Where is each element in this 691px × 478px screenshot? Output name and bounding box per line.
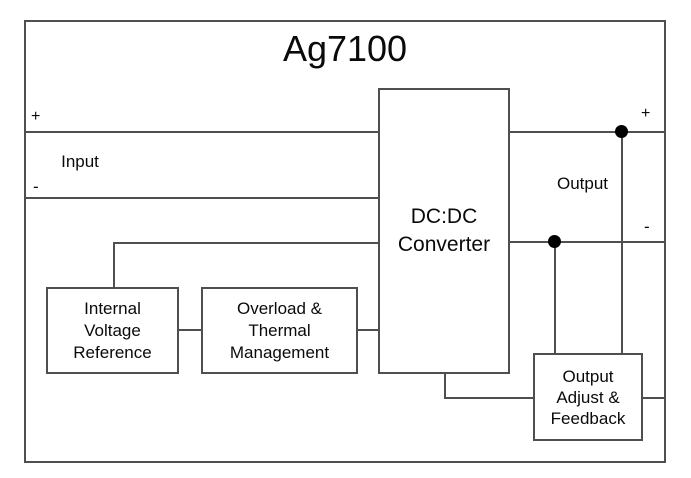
output-negative-rail: [510, 241, 666, 243]
output-label: Output: [556, 174, 609, 193]
output-minus-label: -: [644, 217, 650, 236]
converter-feedback-drop-line: [444, 374, 446, 399]
overload-thermal-management-block: Overload & Thermal Management: [201, 287, 358, 374]
overload-label-line3: Management: [229, 342, 330, 362]
output-adjust-feedback-block: Output Adjust & Feedback: [533, 353, 643, 441]
positive-sense-line: [621, 132, 623, 354]
reference-label-line1: Internal: [84, 298, 141, 318]
reference-feed-line: [113, 242, 378, 244]
input-label: Input: [61, 152, 99, 171]
dc-dc-converter-label-line1: DC:DC: [410, 205, 478, 228]
feedback-label-line1: Output: [562, 366, 614, 386]
input-negative-rail: [24, 197, 378, 199]
input-minus-label: -: [33, 177, 39, 196]
negative-sense-line: [554, 242, 556, 354]
input-plus-label: +: [31, 108, 41, 125]
reference-to-overload-connector: [179, 329, 201, 331]
reference-drop-line: [113, 242, 115, 288]
output-plus-label: +: [641, 105, 651, 122]
overload-label-line1: Overload &: [236, 298, 323, 318]
feedback-label-line2: Adjust &: [556, 387, 620, 407]
feedback-output-line: [643, 397, 666, 399]
reference-label-line3: Reference: [73, 342, 152, 362]
feedback-label-line3: Feedback: [550, 408, 626, 428]
overload-to-converter-connector: [358, 329, 378, 331]
dc-dc-converter-block: DC:DC Converter: [378, 88, 510, 374]
dc-dc-converter-label-line2: Converter: [397, 233, 491, 256]
diagram-title: Ag7100: [282, 28, 408, 69]
input-positive-rail: [24, 131, 378, 133]
overload-label-line2: Thermal: [248, 320, 311, 340]
negative-junction-dot: [548, 235, 561, 248]
feedback-input-line: [444, 397, 533, 399]
internal-voltage-reference-block: Internal Voltage Reference: [46, 287, 179, 374]
output-positive-rail: [510, 131, 666, 133]
positive-junction-dot: [615, 125, 628, 138]
reference-label-line2: Voltage: [84, 320, 141, 340]
